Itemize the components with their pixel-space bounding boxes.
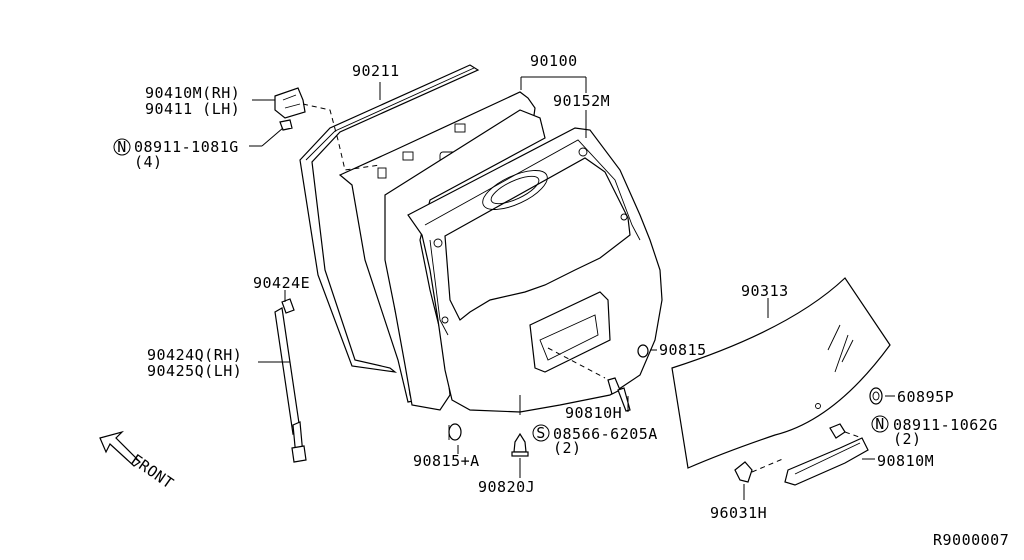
label-08911-1062G-qty: (2) xyxy=(893,430,922,448)
label-60895P: 60895P xyxy=(897,388,954,406)
label-90810M: 90810M xyxy=(877,452,934,470)
label-90820J: 90820J xyxy=(478,478,535,496)
front-label: FRONT xyxy=(128,451,177,493)
front-arrow xyxy=(99,430,141,467)
clip-96031H xyxy=(734,461,753,483)
label-90424E: 90424E xyxy=(253,274,310,292)
label-90810H: 90810H xyxy=(565,404,622,422)
label-08911-1081G-qty: (4) xyxy=(134,153,163,171)
bracket-90810H xyxy=(607,377,631,412)
n-symbol-2: N xyxy=(875,415,885,433)
nut-08911-1062G xyxy=(829,423,846,439)
circled-n-symbol-2: N xyxy=(871,415,889,433)
s-symbol: S xyxy=(536,424,546,442)
label-08566-6205A: 08566-6205A xyxy=(553,425,658,443)
hinge-90410M xyxy=(274,87,306,131)
clip-60895P xyxy=(869,387,883,405)
label-90424Q: 90424Q(RH) xyxy=(147,346,242,364)
label-90411: 90411 (LH) xyxy=(145,100,240,118)
n-symbol-1: N xyxy=(117,138,127,156)
back-door-90100 xyxy=(384,109,663,413)
label-90100: 90100 xyxy=(530,52,578,70)
label-96031H: 96031H xyxy=(710,504,767,522)
label-90815A: 90815+A xyxy=(413,452,480,470)
gas-stay-90424Q xyxy=(274,298,307,463)
leader-lines xyxy=(249,76,895,500)
label-90410M: 90410M(RH) xyxy=(145,84,240,102)
label-08911-1081G: 08911-1081G xyxy=(134,138,239,156)
bumper-90815A xyxy=(448,423,462,441)
clip-90820J xyxy=(511,432,529,457)
label-90313: 90313 xyxy=(741,282,789,300)
back-door-glass-90313 xyxy=(671,277,891,469)
label-08911-1062G: 08911-1062G xyxy=(893,416,998,434)
spoiler-90810M xyxy=(784,437,869,486)
label-90152M: 90152M xyxy=(553,92,610,110)
bumper-90815 xyxy=(637,344,649,358)
reference-number: R9000007 xyxy=(933,531,1009,549)
label-08566-6205A-qty: (2) xyxy=(553,439,582,457)
label-90425Q: 90425Q(LH) xyxy=(147,362,242,380)
circled-n-symbol-1: N xyxy=(113,138,131,156)
label-90211: 90211 xyxy=(352,62,400,80)
weatherstrip-90211 xyxy=(299,64,480,373)
label-90815: 90815 xyxy=(659,341,707,359)
circled-s-symbol: S xyxy=(532,424,550,442)
